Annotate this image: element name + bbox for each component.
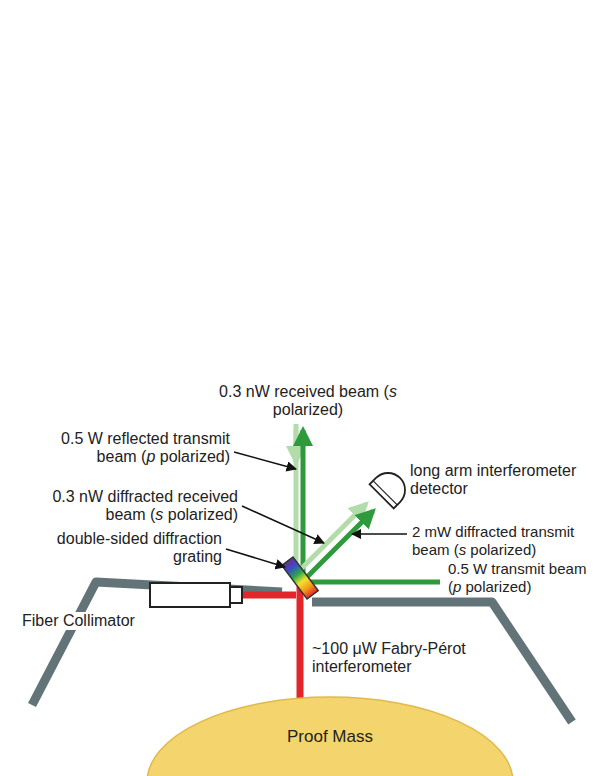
diffracted-transmit-beam bbox=[305, 511, 373, 579]
leader-line bbox=[352, 533, 407, 535]
proof-mass: Proof Mass bbox=[145, 695, 515, 776]
detector bbox=[370, 466, 412, 508]
transmit-beam bbox=[300, 580, 440, 585]
detector-label: long arm interferometer detector bbox=[410, 462, 592, 498]
reflected-transmit-beam bbox=[301, 430, 306, 576]
node-text: Proof Mass bbox=[145, 727, 515, 747]
received-beam bbox=[294, 424, 299, 574]
diffracted-received-beam bbox=[297, 504, 366, 573]
leader-line bbox=[226, 549, 285, 567]
beam-label: 0.3 nW received beam (s polarized) bbox=[218, 383, 398, 419]
received-beam-arrow bbox=[294, 430, 299, 462]
collimator-label: Fiber Collimator bbox=[20, 612, 149, 630]
fabry-perot-beam bbox=[242, 592, 296, 599]
beam-label: 0.5 W reflected transmit beam (p polariz… bbox=[30, 430, 230, 466]
leader-line bbox=[242, 506, 324, 543]
beam-label: 2 mW diffracted transmit beam (s polariz… bbox=[412, 523, 592, 559]
fabry-perot-beam bbox=[297, 582, 304, 700]
housing-wall bbox=[32, 582, 282, 705]
fiber-collimator bbox=[150, 583, 230, 607]
leader-line bbox=[234, 452, 296, 469]
beam-label: 0.5 W transmit beam (p polarized) bbox=[446, 560, 595, 596]
grating-label: double-sided diffraction grating bbox=[32, 530, 222, 566]
beam-label: 0.3 nW diffracted received beam (s polar… bbox=[28, 488, 238, 524]
diffraction-grating bbox=[282, 557, 318, 599]
beam-label: ~100 μW Fabry-Pérot interferometer bbox=[312, 640, 487, 676]
fiber-collimator bbox=[230, 587, 242, 603]
